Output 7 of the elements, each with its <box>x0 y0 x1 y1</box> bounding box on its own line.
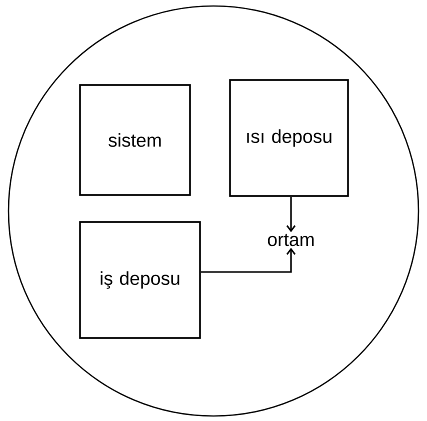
component-box: iş deposu <box>79 221 201 339</box>
component-box: ısı deposu <box>229 79 349 197</box>
environment-circle <box>8 5 420 417</box>
arrow <box>200 248 296 273</box>
node-label: ortam <box>268 234 314 246</box>
arrow <box>286 196 296 232</box>
component-box: sistem <box>79 84 191 196</box>
